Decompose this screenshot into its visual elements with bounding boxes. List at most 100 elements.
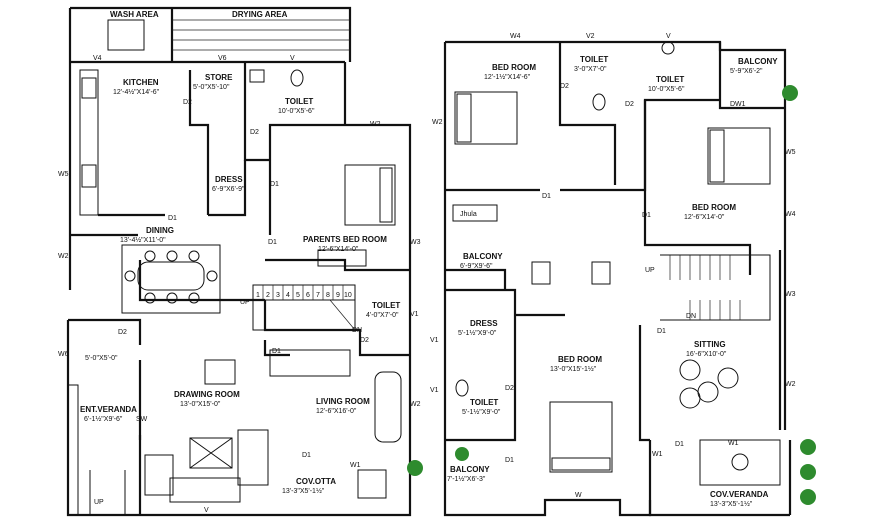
mark-w2: W2 <box>370 121 381 128</box>
mark-d1: D1 <box>505 457 514 464</box>
living-sofa <box>374 371 402 443</box>
label-bed-r2: BED ROOM <box>692 203 736 212</box>
mark-d2: D2 <box>250 129 259 136</box>
mark-sw: SW <box>136 416 148 423</box>
first-floor-plan <box>443 40 816 517</box>
label-toilet-r2: TOILET <box>656 75 684 84</box>
chair-b <box>591 261 611 285</box>
dim-bed-r2: 12'-6"X14'-0" <box>684 214 725 221</box>
dim-ent-veranda: 6'-1½"X9'-6" <box>84 415 123 423</box>
dining-table <box>121 244 221 314</box>
dim-small-room: 5'-0"X5'-0" <box>85 355 118 362</box>
mark-d1: D1 <box>168 215 177 222</box>
label-store: STORE <box>205 73 233 82</box>
dim-cov-otta: 13'-3"X5'-1½" <box>282 487 325 495</box>
dim-dress-right: 5'-1½"X9'-0" <box>458 329 497 337</box>
label-toilet-left: TOILET <box>285 97 313 106</box>
label-dress-left: DRESS <box>215 175 243 184</box>
cov-otta-chair <box>357 469 387 499</box>
dim-toilet-mid: 4'-0"X7'-0" <box>366 312 399 319</box>
label-bed-r3: BED ROOM <box>558 355 602 364</box>
sink <box>81 77 97 99</box>
label-toilet-r3: TOILET <box>470 398 498 407</box>
plant-icon <box>407 460 423 476</box>
stair-step-numbers: 1 2 3 4 5 6 7 8 9 10 <box>256 292 352 299</box>
stair-step: 1 <box>256 292 260 299</box>
mark-v1: V1 <box>430 337 439 344</box>
mark-up: UP <box>240 299 250 306</box>
mark-d1: D1 <box>542 193 551 200</box>
dim-bed-r3: 13'-0"X15'-1½" <box>550 365 597 373</box>
mark-v1: V1 <box>410 311 419 318</box>
mark-d2: D2 <box>118 329 127 336</box>
stair-step: 3 <box>276 292 280 299</box>
dim-toilet-r2: 10'-0"X5'-6" <box>648 86 685 93</box>
plant-icon <box>800 489 816 505</box>
dim-toilet-r3: 5'-1½"X9'-0" <box>462 408 501 416</box>
mark-d1: D1 <box>642 212 651 219</box>
stair-step: 5 <box>296 292 300 299</box>
wc <box>290 69 304 87</box>
label-balcony-r3: BALCONY <box>450 465 490 474</box>
mark-v: V <box>666 33 671 40</box>
bed-room-2-bed <box>707 127 771 185</box>
label-kitchen: KITCHEN <box>123 78 159 87</box>
label-dining: DINING <box>146 226 174 235</box>
stair-step: 9 <box>336 292 340 299</box>
plant-icon <box>800 464 816 480</box>
tv-unit <box>269 349 351 377</box>
mark-dn: DN <box>352 327 362 334</box>
mark-up: UP <box>94 499 104 506</box>
staircase-right <box>660 254 771 321</box>
dim-bed-r1: 12'-1½"X14'-6" <box>484 73 531 81</box>
dim-sitting: 16'-6"X10'-0" <box>686 351 727 358</box>
drawing-room-sofa <box>144 429 269 503</box>
mark-v: V <box>290 55 295 62</box>
label-bed-r1: BED ROOM <box>492 63 536 72</box>
mark-w1: W1 <box>728 440 739 447</box>
bed-room-3-bed <box>549 401 613 473</box>
plant-icon <box>800 439 816 455</box>
label-balcony-r1: BALCONY <box>738 57 778 66</box>
dim-balcony-r2: 6'-9"X9'-6" <box>460 263 493 270</box>
mark-d2: D2 <box>560 83 569 90</box>
mark-w: W <box>575 492 582 499</box>
mark-dw1: DW1 <box>730 101 746 108</box>
mark-w6: W6 <box>58 351 69 358</box>
mark-v2: V2 <box>586 33 595 40</box>
dim-kitchen: 12'-4½"X14'-6" <box>113 88 160 96</box>
plant-icon <box>782 85 798 101</box>
dim-dining: 13'-4½"X11'-0" <box>120 236 166 244</box>
label-toilet-r1: TOILET <box>580 55 608 64</box>
mark-d2: D2 <box>183 99 192 106</box>
label-drawing-room: DRAWING ROOM <box>174 390 240 399</box>
sitting-chairs <box>679 359 739 409</box>
drying-area-hatch <box>172 19 350 51</box>
label-wash-area: WASH AREA <box>110 10 159 19</box>
mark-w5: W5 <box>785 149 796 156</box>
mark-up: UP <box>645 267 655 274</box>
mark-w3: W3 <box>410 239 421 246</box>
mark-w2: W2 <box>58 253 69 260</box>
label-parents-bed: PARENTS BED ROOM <box>303 235 387 244</box>
mark-w1: W1 <box>350 462 361 469</box>
dim-balcony-r1: 5'-9"X6'-2" <box>730 68 763 75</box>
dim-balcony-r3: 7'-1½"X6'-3" <box>447 475 486 483</box>
mark-dn: DN <box>686 313 696 320</box>
mark-w5: W5 <box>58 171 69 178</box>
wc-r2 <box>661 41 675 55</box>
label-cov-otta: COV.OTTA <box>296 477 336 486</box>
mark-w4: W4 <box>510 33 521 40</box>
label-drying-area: DRYING AREA <box>232 10 288 19</box>
dim-store: 5'-0"X5'-10" <box>193 84 230 91</box>
parents-bed <box>344 164 396 226</box>
mark-w2: W2 <box>432 119 443 126</box>
label-dress-right: DRESS <box>470 319 498 328</box>
stair-step: 10 <box>344 292 352 299</box>
mark-w3: W3 <box>785 291 796 298</box>
mark-v4: V4 <box>93 55 102 62</box>
plant-icon <box>455 447 469 461</box>
dim-cov-veranda: 13'-3"X5'-1½" <box>710 500 753 508</box>
mark-v6: V6 <box>218 55 227 62</box>
